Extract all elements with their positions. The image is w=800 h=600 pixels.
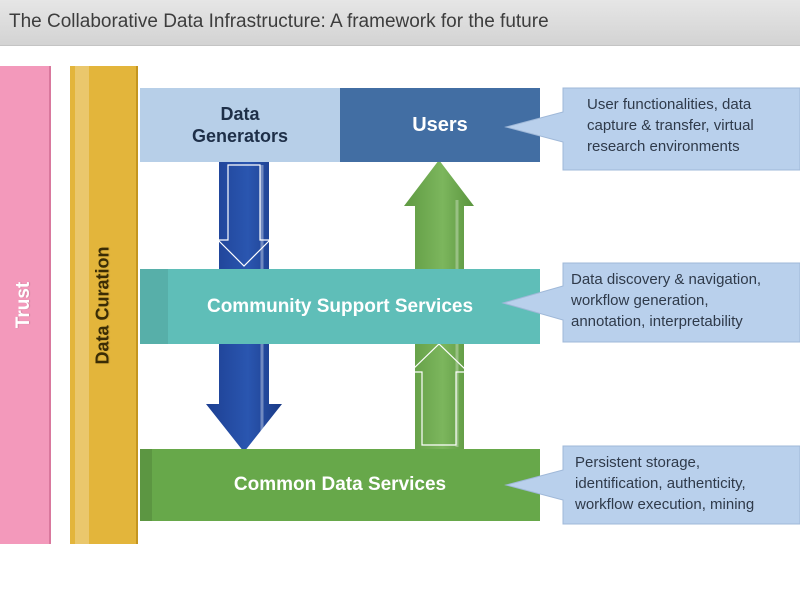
users-callout-shape <box>504 87 800 171</box>
users-label: Users <box>412 113 468 136</box>
common-data-services-label: Common Data Services <box>233 474 447 495</box>
common-data-services-box: Common Data Services <box>140 449 540 521</box>
community-support-services-label: Community Support Services <box>206 295 474 317</box>
data-curation-stripe <box>75 66 89 544</box>
callout-line: Persistent storage, <box>575 454 701 471</box>
users-box: Users <box>340 88 540 162</box>
common-callout-text: Persistent storage, identification, auth… <box>575 452 800 515</box>
community-support-services-box: Community Support Services <box>140 269 540 344</box>
title-bar: The Collaborative Data Infrastructure: A… <box>0 0 800 46</box>
diagram-title: The Collaborative Data Infrastructure: A… <box>9 11 549 32</box>
callout-line: User functionalities, data <box>587 96 752 113</box>
trust-bar: Trust <box>0 66 51 544</box>
data-generators-box: Data Generators <box>140 88 340 162</box>
users-callout-text: User functionalities, data capture & tra… <box>587 94 800 157</box>
callout-line: workflow generation, <box>571 292 709 309</box>
callout-line: workflow execution, mining <box>575 496 755 513</box>
common-callout-shape <box>504 445 800 525</box>
callout-line: annotation, interpretability <box>571 313 743 330</box>
community-callout-text: Data discovery & navigation, workflow ge… <box>571 269 800 332</box>
down-arrow-outline <box>216 164 272 267</box>
common-data-services-stripe <box>140 449 152 521</box>
callout-line: research environments <box>587 138 740 155</box>
data-generators-label: Data Generators <box>191 104 289 146</box>
community-callout-shape <box>501 262 800 343</box>
callout-line: identification, authenticity, <box>575 475 746 492</box>
up-arrow-outline <box>408 343 470 446</box>
data-curation-bar: Data Curation <box>70 66 138 544</box>
callout-line: Data discovery & navigation, <box>571 271 762 288</box>
callout-line: capture & transfer, virtual <box>587 117 754 134</box>
community-support-services-stripe <box>140 269 168 344</box>
